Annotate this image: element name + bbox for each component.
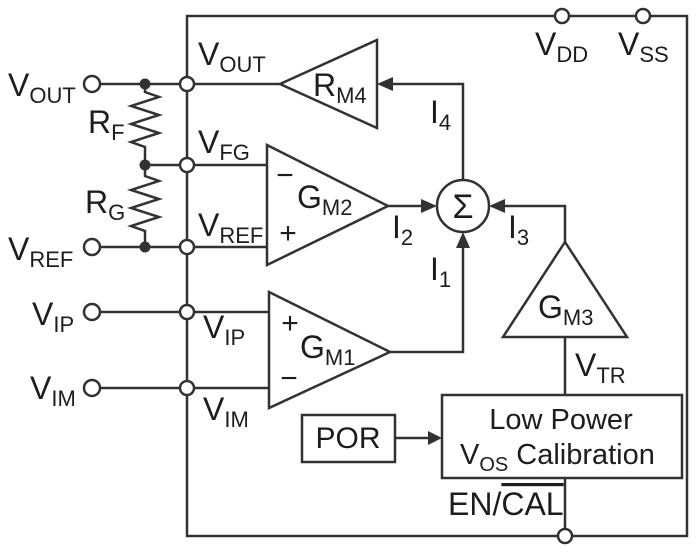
- label-net-vip: VIP: [203, 309, 245, 350]
- label-ext-vout: VOUT: [8, 67, 76, 108]
- pin-vout: [178, 75, 196, 93]
- label-vss: VSS: [618, 26, 669, 67]
- amp-gm1: [267, 289, 393, 410]
- label-gm2: GM2: [297, 179, 352, 220]
- arrow-i3-icon: [489, 199, 505, 213]
- label-ext-vim: VIM: [30, 370, 76, 411]
- arrow-i2-icon: [421, 199, 437, 213]
- label-net-vref: VREF: [198, 207, 263, 248]
- gm2-pos-input-sign: +: [279, 217, 297, 250]
- label-i1: I1: [430, 251, 451, 292]
- wire-i1: [390, 246, 465, 354]
- label-net-vtr: VTR: [575, 347, 626, 388]
- label-rm4: RM4: [313, 67, 367, 108]
- terminal-vim: [82, 378, 102, 398]
- gm2-neg-input-sign: −: [276, 159, 294, 192]
- label-encal: EN/CAL: [448, 486, 564, 522]
- terminal-vip: [82, 302, 102, 322]
- terminal-vout: [82, 74, 102, 94]
- label-net-vout: VOUT: [198, 36, 266, 77]
- label-i4: I4: [430, 94, 451, 135]
- pin-encal: [556, 527, 574, 545]
- por-label: POR: [315, 422, 380, 455]
- calibration-line1: Low Power: [489, 404, 633, 436]
- label-net-vfg: VFG: [198, 124, 250, 165]
- junction-dot: [139, 159, 151, 171]
- wires: [100, 82, 567, 536]
- pin-vip: [178, 303, 196, 321]
- pin-vim: [178, 379, 196, 397]
- arrow-por-icon: [428, 431, 442, 445]
- label-net-vim: VIM: [203, 391, 249, 432]
- junction-dot: [139, 241, 151, 253]
- label-ext-vref: VREF: [8, 231, 73, 272]
- terminal-vref: [82, 237, 102, 257]
- label-gm1: GM1: [300, 329, 355, 370]
- label-i2: I2: [392, 209, 413, 250]
- resistor-rf: [126, 84, 164, 165]
- chip-boundary: [185, 14, 689, 538]
- sigma-symbol: Σ: [452, 188, 473, 226]
- pin-vss: [634, 7, 652, 25]
- calibration-block: [440, 393, 684, 480]
- label-i3: I3: [508, 209, 529, 250]
- arrow-i1-icon: [456, 232, 470, 248]
- label-ext-vip: VIP: [32, 296, 74, 337]
- terminals: [82, 74, 102, 398]
- amp-gm3: [500, 239, 630, 339]
- pin-vdd: [553, 7, 571, 25]
- arrowheads: [377, 77, 505, 445]
- label-gm3: GM3: [538, 289, 593, 330]
- gm1-pos-input-sign: +: [281, 307, 299, 340]
- junction-dot: [139, 78, 151, 90]
- label-rg: RG: [85, 184, 125, 225]
- resistor-rg: [126, 165, 164, 247]
- por-block: [300, 413, 397, 464]
- gm1-neg-input-sign: −: [280, 362, 298, 395]
- amp-gm2: [265, 142, 391, 268]
- wire-i4: [392, 82, 465, 180]
- label-rf: RF: [88, 104, 125, 145]
- wire-i3: [504, 204, 567, 242]
- pin-vfg: [178, 156, 196, 174]
- pins: [178, 7, 652, 545]
- label-vdd: VDD: [535, 26, 588, 67]
- pin-vref: [178, 238, 196, 256]
- arrow-i4-icon: [377, 77, 393, 91]
